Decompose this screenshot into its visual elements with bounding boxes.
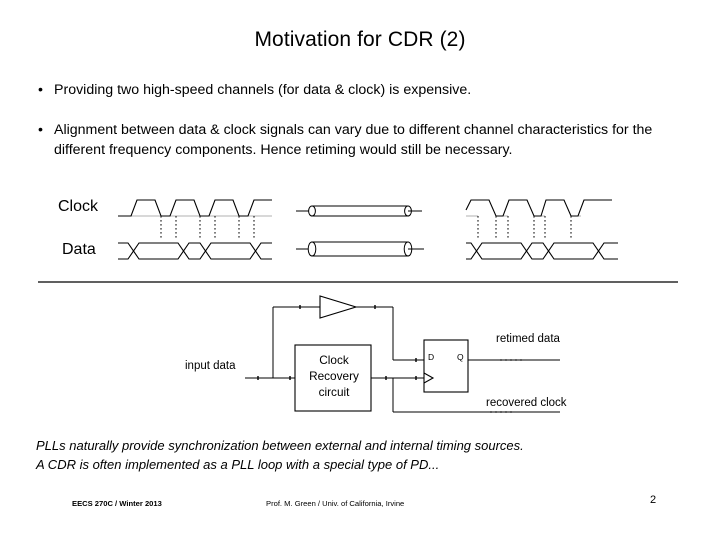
block-label-line-1: Clock [319,353,349,367]
footer-course-label: EECS 270C / Winter 2013 [72,499,162,508]
summary-note-line-2: A CDR is often implemented as a PLL loop… [36,457,440,472]
block-label-line-2: Recovery [309,369,359,383]
bullet-text: Alignment between data & clock signals c… [54,122,653,158]
recovered-clock-label: recovered clock [486,397,567,409]
clock-recovery-block-label: Clock Recovery circuit [296,352,372,400]
ff-pin-d-label: D [428,352,435,362]
footer-author-label: Prof. M. Green / Univ. of California, Ir… [266,499,405,508]
clock-data-alignment-ticks-left [160,216,255,240]
page-title: Motivation for CDR (2) [254,28,466,51]
ff-pin-q-label: Q [457,352,464,362]
waveform-label-clock: Clock [58,198,99,215]
input-data-label: input data [185,360,236,372]
clock-waveform-left [118,199,272,217]
bullet-item-2: • Alignment between data & clock signals… [38,120,658,160]
bullet-text: Providing two high-speed channels (for d… [54,82,472,98]
clock-data-alignment-ticks-right [477,216,572,240]
bullet-marker: • [38,82,43,98]
data-waveform-right [466,242,618,260]
summary-note-line-1: PLLs naturally provide synchronization b… [36,438,524,453]
bullet-marker: • [38,122,43,138]
buffer-amplifier-icon [319,295,358,319]
d-flip-flop-block [423,339,469,393]
channel-cable-clock [296,205,422,217]
footer-page-number: 2 [650,494,657,506]
block-diagram-wiring [245,305,560,413]
summary-note: PLLs naturally provide synchronization b… [36,436,696,474]
channel-cable-data [296,241,424,257]
block-label-line-3: circuit [318,385,350,399]
data-waveform-left [118,242,272,260]
bullet-item-1: • Providing two high-speed channels (for… [38,80,678,100]
clock-waveform-right [465,199,612,217]
retimed-data-label: retimed data [496,333,560,345]
waveform-label-data: Data [62,241,96,258]
